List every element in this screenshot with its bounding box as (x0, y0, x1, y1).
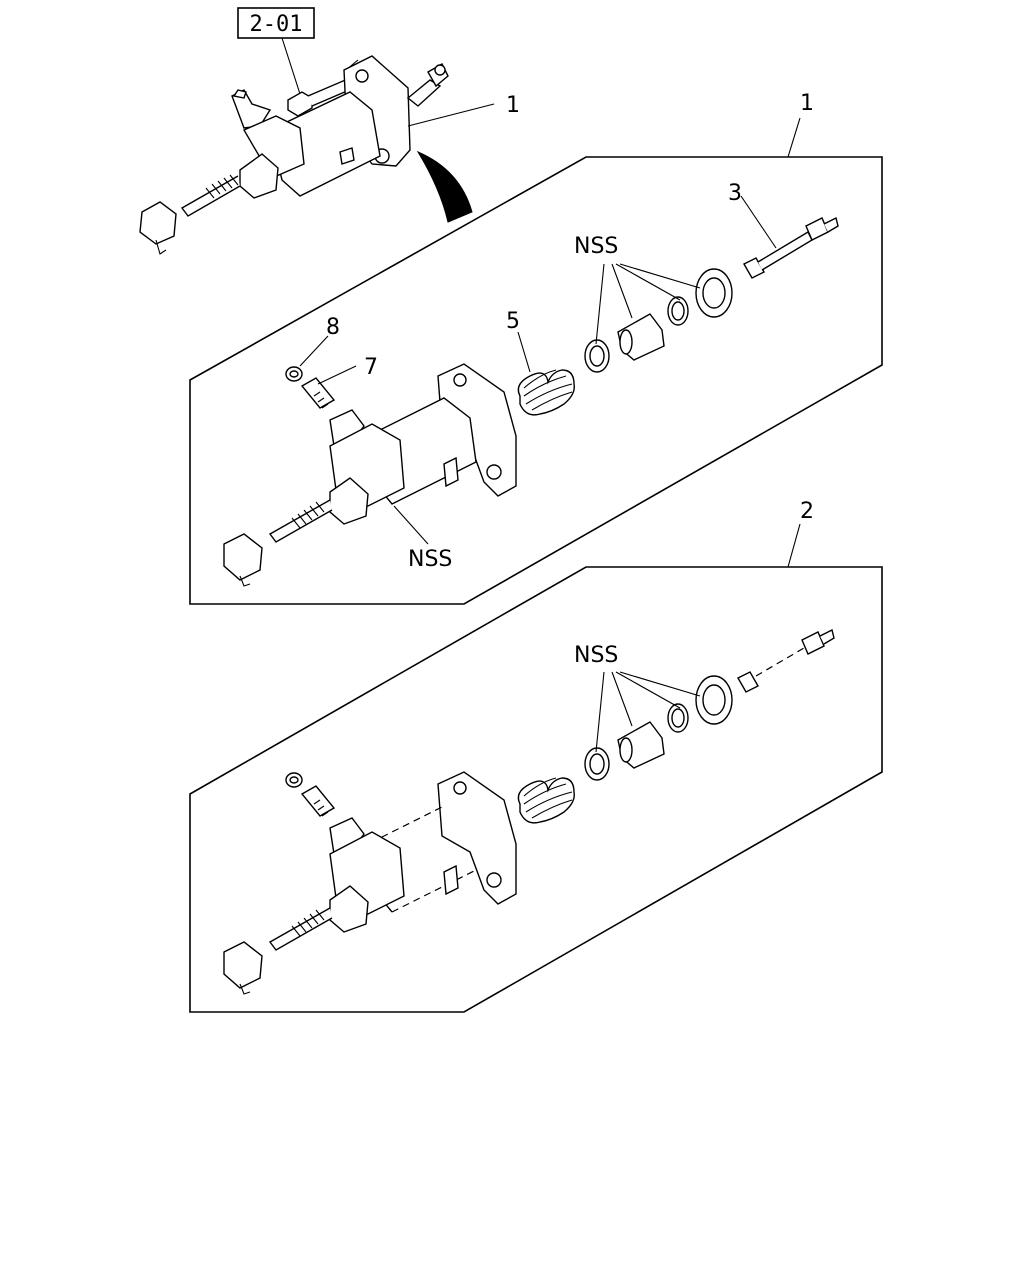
cylinder-body-kit-1 (223, 363, 517, 587)
assembly-arrow (416, 150, 473, 223)
rod-callout: 3 (728, 181, 742, 206)
kit-1-leader (787, 117, 801, 158)
kit-2-panel (189, 566, 883, 1013)
reference-box-label: 2-01 (250, 12, 303, 37)
bleeder-leader (317, 365, 357, 385)
reference-leader (281, 37, 301, 95)
nss-lower-leaders (595, 671, 701, 753)
nss-lower-label: NSS (574, 643, 618, 668)
seal-set-1 (584, 268, 733, 373)
cap-leader (299, 335, 329, 367)
bleeder-cap (285, 366, 303, 382)
nss-body-label: NSS (408, 547, 452, 572)
bleeder-screw (300, 377, 336, 409)
reference-box (237, 7, 315, 39)
spring-kit-2 (517, 777, 575, 824)
kit-1-panel (189, 156, 883, 605)
bleeder-kit-2 (285, 772, 336, 817)
callout-assembly: 1 (506, 93, 520, 118)
spring-callout: 5 (506, 309, 520, 334)
spring (517, 369, 575, 416)
nss-body-leader (393, 505, 429, 545)
cylinder-body (269, 91, 381, 197)
push-rod-kit-2 (737, 628, 835, 693)
kit-2-leader (787, 523, 801, 568)
hose-connector (139, 201, 177, 245)
spring-leader (517, 331, 531, 373)
cylinder-body-kit-2 (223, 771, 517, 995)
nss-upper-label: NSS (574, 234, 618, 259)
kit-1-callout: 1 (800, 91, 814, 116)
callout-line-assembly (407, 103, 495, 127)
assembled-master-cylinder: 2-01 (139, 7, 449, 255)
kit-2-callout: 2 (800, 499, 814, 524)
push-rod (743, 216, 839, 279)
cap-callout: 8 (326, 315, 340, 340)
seal-set-2 (584, 675, 733, 781)
bleeder-callout: 7 (364, 355, 378, 380)
nss-upper-leaders (595, 263, 701, 345)
rod-leader (740, 195, 777, 249)
